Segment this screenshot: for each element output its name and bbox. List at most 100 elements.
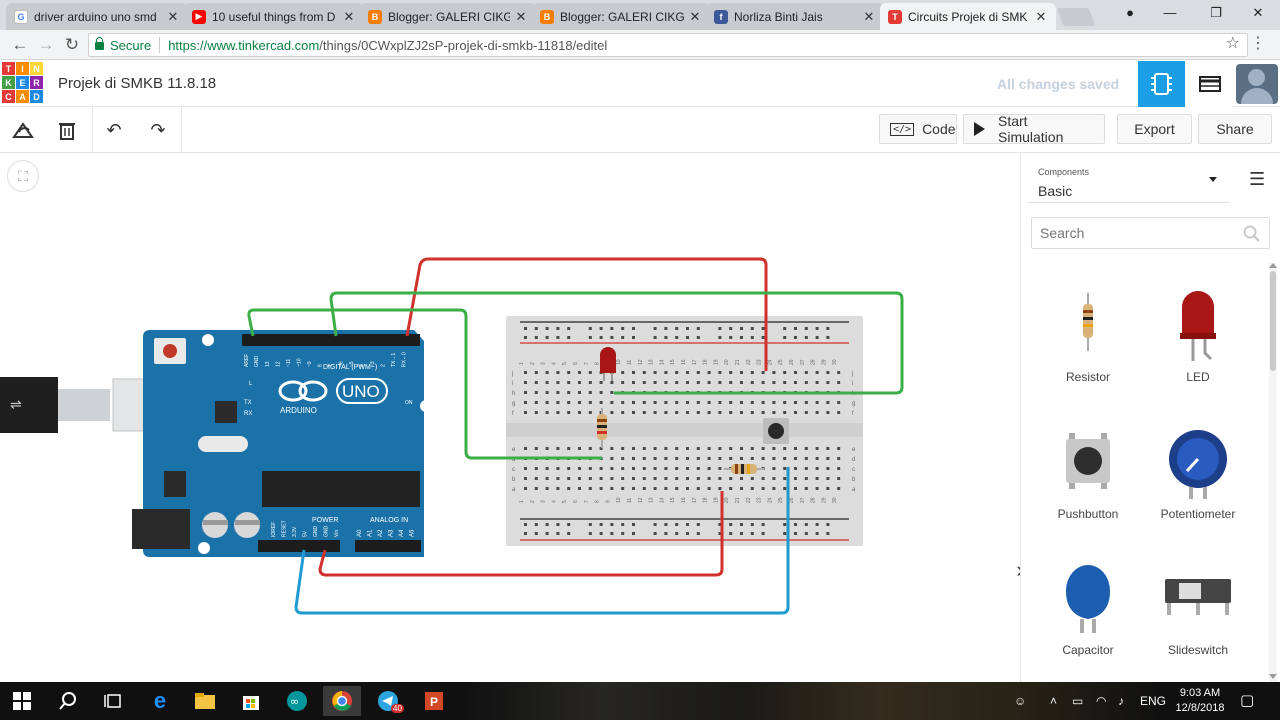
- breadboard-hole[interactable]: [610, 336, 614, 339]
- browser-tab-1[interactable]: ▶ 10 useful things from D ✕: [184, 3, 364, 30]
- breadboard-hole[interactable]: [653, 532, 657, 535]
- breadboard-hole[interactable]: [740, 371, 743, 374]
- chrome-icon[interactable]: [323, 686, 361, 716]
- breadboard-hole[interactable]: [815, 467, 819, 470]
- breadboard-hole[interactable]: [632, 411, 635, 414]
- breadboard-hole[interactable]: [588, 381, 592, 384]
- breadboard-hole[interactable]: [750, 371, 754, 374]
- breadboard-hole[interactable]: [740, 457, 743, 460]
- breadboard-hole[interactable]: [588, 447, 592, 450]
- breadboard-hole[interactable]: [750, 487, 754, 490]
- breadboard-hole[interactable]: [588, 371, 592, 374]
- breadboard-hole[interactable]: [567, 467, 571, 470]
- close-tab-icon[interactable]: ✕: [689, 8, 701, 24]
- browser-tab-2[interactable]: B Blogger: GALERI CIKGU ✕: [360, 3, 536, 30]
- breadboard-hole[interactable]: [545, 487, 549, 490]
- store-icon[interactable]: [232, 686, 270, 716]
- breadboard-hole[interactable]: [783, 523, 787, 526]
- profile-icon[interactable]: ●: [1126, 5, 1134, 20]
- breadboard-hole[interactable]: [794, 487, 797, 490]
- breadboard-hole[interactable]: [794, 327, 797, 330]
- breadboard-hole[interactable]: [556, 381, 560, 384]
- breadboard-hole[interactable]: [696, 532, 700, 535]
- breadboard-hole[interactable]: [556, 523, 560, 526]
- breadboard-hole[interactable]: [750, 477, 754, 480]
- close-tab-icon[interactable]: ✕: [1035, 8, 1047, 24]
- breadboard-hole[interactable]: [761, 457, 765, 460]
- breadboard-hole[interactable]: [632, 523, 635, 526]
- breadboard-hole[interactable]: [696, 336, 700, 339]
- breadboard-hole[interactable]: [599, 467, 603, 470]
- breadboard-hole[interactable]: [740, 401, 743, 404]
- breadboard-hole[interactable]: [837, 371, 841, 374]
- arduino-ide-icon[interactable]: ∞: [278, 686, 316, 716]
- breadboard-hole[interactable]: [664, 411, 668, 414]
- show-hidden-icons-chevron[interactable]: ˄: [1050, 694, 1058, 708]
- circuit-view-button[interactable]: [1138, 61, 1185, 107]
- breadboard-hole[interactable]: [556, 401, 560, 404]
- breadboard-hole[interactable]: [653, 327, 657, 330]
- breadboard-hole[interactable]: [578, 401, 581, 404]
- breadboard-hole[interactable]: [653, 336, 657, 339]
- browser-tab-5[interactable]: T Circuits Projek di SMK ✕: [880, 3, 1056, 30]
- breadboard-hole[interactable]: [545, 391, 549, 394]
- breadboard-hole[interactable]: [588, 327, 592, 330]
- breadboard-hole[interactable]: [545, 336, 549, 339]
- breadboard-hole[interactable]: [794, 411, 797, 414]
- breadboard-hole[interactable]: [610, 477, 614, 480]
- breadboard-hole[interactable]: [524, 523, 527, 526]
- breadboard-hole[interactable]: [653, 381, 657, 384]
- breadboard-hole[interactable]: [567, 532, 571, 535]
- led-component[interactable]: [600, 347, 616, 381]
- breadboard-hole[interactable]: [750, 532, 754, 535]
- breadboard-hole[interactable]: [567, 477, 571, 480]
- breadboard-hole[interactable]: [740, 336, 743, 339]
- breadboard-hole[interactable]: [675, 532, 679, 535]
- breadboard[interactable]: [506, 316, 863, 546]
- breadboard-hole[interactable]: [750, 401, 754, 404]
- breadboard-hole[interactable]: [534, 336, 538, 339]
- breadboard-hole[interactable]: [545, 532, 549, 535]
- breadboard-hole[interactable]: [642, 467, 646, 470]
- breadboard-hole[interactable]: [556, 447, 560, 450]
- breadboard-hole[interactable]: [696, 371, 700, 374]
- breadboard-hole[interactable]: [718, 487, 722, 490]
- breadboard-hole[interactable]: [815, 477, 819, 480]
- breadboard-hole[interactable]: [556, 327, 560, 330]
- maximize-icon[interactable]: ❐: [1210, 5, 1222, 20]
- breadboard-hole[interactable]: [696, 381, 700, 384]
- breadboard-hole[interactable]: [718, 371, 722, 374]
- breadboard-hole[interactable]: [761, 523, 765, 526]
- breadboard-hole[interactable]: [826, 487, 830, 490]
- breadboard-hole[interactable]: [675, 523, 679, 526]
- breadboard-hole[interactable]: [826, 336, 830, 339]
- breadboard-hole[interactable]: [761, 487, 765, 490]
- breadboard-hole[interactable]: [664, 371, 668, 374]
- breadboard-hole[interactable]: [599, 532, 603, 535]
- breadboard-hole[interactable]: [761, 411, 765, 414]
- scrollbar-thumb[interactable]: [1270, 271, 1276, 371]
- breadboard-hole[interactable]: [567, 411, 571, 414]
- breadboard-hole[interactable]: [686, 523, 689, 526]
- breadboard-hole[interactable]: [642, 401, 646, 404]
- breadboard-hole[interactable]: [804, 467, 808, 470]
- breadboard-hole[interactable]: [707, 487, 711, 490]
- breadboard-hole[interactable]: [588, 401, 592, 404]
- breadboard-hole[interactable]: [653, 523, 657, 526]
- component-slideswitch[interactable]: Slideswitch: [1143, 561, 1253, 691]
- breadboard-hole[interactable]: [729, 532, 733, 535]
- breadboard-hole[interactable]: [696, 523, 700, 526]
- breadboard-hole[interactable]: [578, 391, 581, 394]
- close-window-icon[interactable]: ✕: [1252, 5, 1264, 20]
- breadboard-hole[interactable]: [772, 381, 776, 384]
- breadboard-hole[interactable]: [772, 447, 776, 450]
- breadboard-hole[interactable]: [556, 487, 560, 490]
- breadboard-hole[interactable]: [718, 336, 722, 339]
- breadboard-hole[interactable]: [761, 401, 765, 404]
- breadboard-hole[interactable]: [621, 447, 625, 450]
- breadboard-hole[interactable]: [556, 336, 560, 339]
- breadboard-hole[interactable]: [772, 487, 776, 490]
- breadboard-hole[interactable]: [718, 532, 722, 535]
- breadboard-hole[interactable]: [578, 381, 581, 384]
- breadboard-hole[interactable]: [567, 487, 571, 490]
